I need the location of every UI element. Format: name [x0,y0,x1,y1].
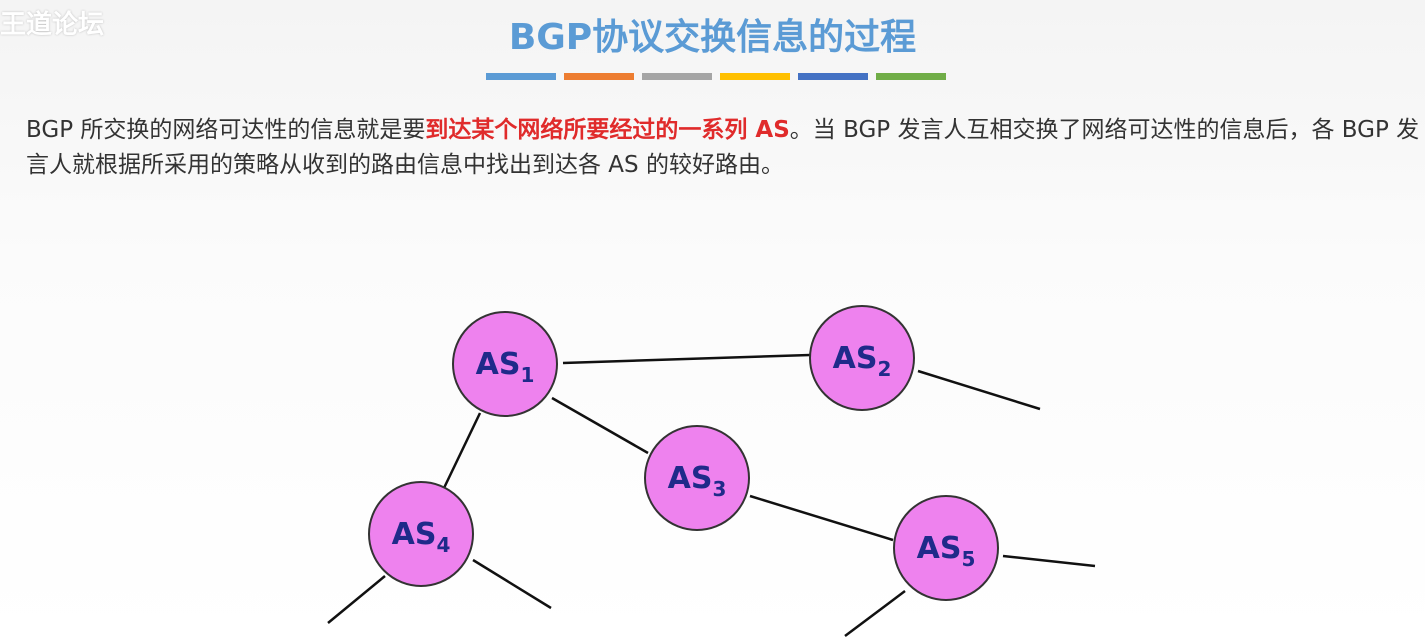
node-as2: AS2 [809,305,915,411]
node-as4: AS4 [368,481,474,587]
link-as1-as2 [562,353,811,365]
paragraph-part1: BGP 所交换的网络可达性的信息就是要 [26,117,426,143]
node-as1: AS1 [452,311,558,417]
link-as1-as3 [551,396,649,455]
stripe [486,73,556,80]
node-as5: AS5 [893,495,999,601]
links [327,353,1096,637]
svg-text:AS4: AS4 [392,517,451,557]
link-as5-ext-down [844,590,906,637]
link-as5-ext-right [1002,554,1096,568]
stripe [720,73,790,80]
stripe [798,73,868,80]
link-as3-as5 [749,494,894,542]
link-as1-as4 [442,412,482,489]
svg-text:AS2: AS2 [833,341,892,381]
svg-text:AS5: AS5 [917,531,976,571]
link-as2-ext [917,369,1041,411]
svg-text:AS1: AS1 [476,347,535,387]
slide-title: BGP协议交换信息的过程 [508,17,917,58]
stripe [876,73,946,80]
paragraph-part2: 。当 BGP 发言人互相交换了网络可达性的信息后，各 BGP 发言人就根据所采用… [26,117,1420,178]
watermark: 王道论坛 [0,10,105,40]
stripe [642,73,712,80]
link-as4-ext-right [472,558,552,610]
svg-text:AS3: AS3 [668,461,727,501]
node-as3: AS3 [644,425,750,531]
link-as4-ext-left [327,575,386,624]
stripe [564,73,634,80]
title-stripes [486,73,946,80]
paragraph-highlight: 到达某个网络所要经过的一系列 AS [425,117,790,143]
description-paragraph: BGP 所交换的网络可达性的信息就是要到达某个网络所要经过的一系列 AS。当 B… [26,113,1421,183]
